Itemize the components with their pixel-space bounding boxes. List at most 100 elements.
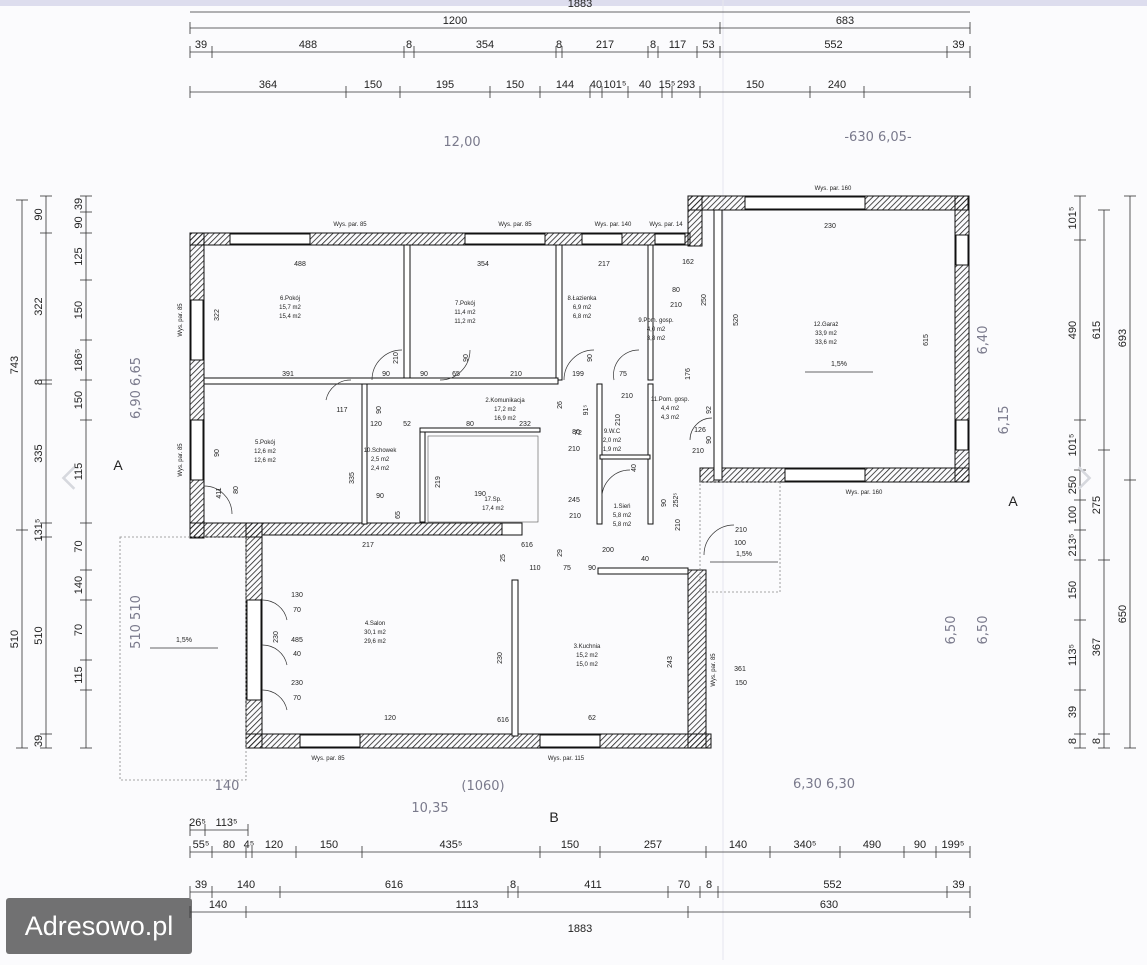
room-area: 16,9 m2: [494, 416, 516, 422]
watermark: Adresowo.pl: [6, 898, 192, 954]
handwritten-note: 6,50: [976, 616, 991, 645]
dimension-label: 117: [669, 39, 687, 51]
dimension-label: 101⁵: [1067, 434, 1079, 457]
room-area: 4,3 m2: [661, 415, 680, 421]
dimension-label: 195: [436, 79, 454, 91]
dimension-label: 140: [237, 879, 255, 891]
next-image-button[interactable]: [1063, 458, 1103, 498]
handwritten-note: 12,00: [443, 135, 480, 150]
room-area: 12,6 m2: [254, 449, 276, 455]
room-label: 6.Pokój: [280, 296, 300, 302]
inner-dimension: 230: [824, 223, 836, 230]
room-area: 6,9 m2: [573, 305, 592, 311]
dimension-label: 335: [33, 444, 45, 462]
section-marker: A: [1008, 493, 1018, 509]
slope-label: 1,5%: [831, 361, 847, 368]
dimension-label: 615: [1091, 321, 1103, 339]
inner-dimension: 90: [588, 565, 596, 572]
inner-dimension: 176: [685, 368, 692, 380]
inner-dimension: 250: [701, 294, 708, 306]
prev-image-button[interactable]: [50, 458, 90, 498]
dimension-label: 115: [73, 666, 85, 684]
inner-dimension: 200: [602, 547, 614, 554]
dimension-label: 8: [650, 39, 656, 51]
dimension-label: 240: [828, 79, 846, 91]
room-area: 2,4 m2: [371, 466, 390, 472]
inner-dimension: 150: [735, 680, 747, 687]
dimension-label: 90: [914, 839, 926, 851]
room-label: 2.Komunikacja: [485, 398, 525, 404]
inner-dimension: 92: [706, 406, 713, 414]
inner-dimension: 91⁵: [583, 405, 590, 416]
inner-dimension: 411: [216, 487, 223, 498]
handwritten-note: 10,35: [411, 801, 448, 816]
inner-dimension: 210: [692, 448, 704, 455]
inner-dimension: 40: [631, 464, 638, 472]
room-label: 9.W.C: [604, 429, 621, 435]
room-area: 4,0 m2: [647, 327, 666, 333]
dimension-label: 490: [863, 839, 881, 851]
inner-dimension: 90: [214, 449, 221, 457]
dimension-label: 552: [823, 879, 841, 891]
inner-dimension: 126: [694, 427, 706, 434]
dimension-label: 8: [556, 39, 562, 51]
dimension-label: 510: [9, 630, 21, 648]
inner-dimension: 230: [273, 631, 280, 643]
inner-dimension: 100: [734, 540, 746, 547]
dimension-label: 150: [506, 79, 524, 91]
inner-dimension: 245: [568, 497, 580, 504]
room-label: 12.Garaż: [814, 322, 839, 328]
dimension-label: 131⁵: [33, 519, 45, 542]
inner-dimension: 80: [572, 429, 580, 436]
inner-dimension: 90: [587, 354, 594, 362]
dimension-label: 367: [1091, 638, 1103, 656]
room-area: 11,4 m2: [454, 310, 476, 316]
inner-dimension: 110: [529, 565, 540, 572]
inner-dimension: 90: [420, 371, 428, 378]
inner-dimension: 217: [598, 261, 610, 268]
inner-dimension: 230: [291, 680, 303, 687]
inner-dimension: 616: [497, 717, 509, 724]
room-label: 10.Schowek: [364, 448, 398, 454]
parapet-height-label: Wys. par. 85: [711, 653, 717, 687]
inner-dimension: 40: [641, 556, 649, 563]
dimension-label: 39: [195, 879, 207, 891]
dimension-label: 101⁵: [604, 79, 627, 91]
dimension-label: 150: [320, 839, 338, 851]
dimension-label: 1200: [443, 15, 467, 27]
inner-dimension: 230: [497, 652, 504, 664]
inner-dimension: 354: [477, 261, 489, 268]
inner-dimension: 80: [672, 287, 680, 294]
dimension-label: 435⁵: [440, 839, 463, 851]
room-area: 17,2 m2: [494, 407, 516, 413]
handwritten-note: 6,40: [976, 326, 991, 355]
dimension-label: 616: [385, 879, 403, 891]
dimension-label: 250: [1067, 476, 1079, 494]
room-area: 3,8 m2: [647, 336, 666, 342]
inner-dimension: 65: [395, 511, 402, 519]
dimension-label: 70: [73, 624, 85, 636]
slope-label: 1,5%: [736, 551, 752, 558]
parapet-height-label: Wys. par. 160: [815, 186, 852, 192]
room-area: 5,8 m2: [613, 513, 632, 519]
dimension-label: 140: [73, 576, 85, 594]
inner-dimension: 72: [574, 430, 582, 437]
dimension-label: 90: [73, 216, 85, 228]
inner-dimension: 488: [294, 261, 306, 268]
dimension-label: 115: [73, 463, 85, 481]
dimension-label: 650: [1117, 605, 1129, 623]
inner-dimension: 361: [734, 666, 746, 673]
dimension-label: 683: [836, 15, 854, 27]
dimension-label: 150: [73, 301, 85, 319]
inner-dimension: 130: [291, 592, 303, 599]
dimension-label: 113⁵: [215, 817, 237, 829]
dimension-label: 144: [556, 79, 574, 91]
handwritten-note: 6,15: [997, 406, 1012, 435]
inner-dimension: 243: [667, 656, 674, 668]
dimension-label: 354: [476, 39, 494, 51]
dimension-label: 8: [33, 379, 45, 385]
dimension-label: 364: [259, 79, 277, 91]
dimension-label: 8: [1091, 738, 1103, 744]
parapet-height-label: Wys. par. 14: [649, 222, 683, 228]
